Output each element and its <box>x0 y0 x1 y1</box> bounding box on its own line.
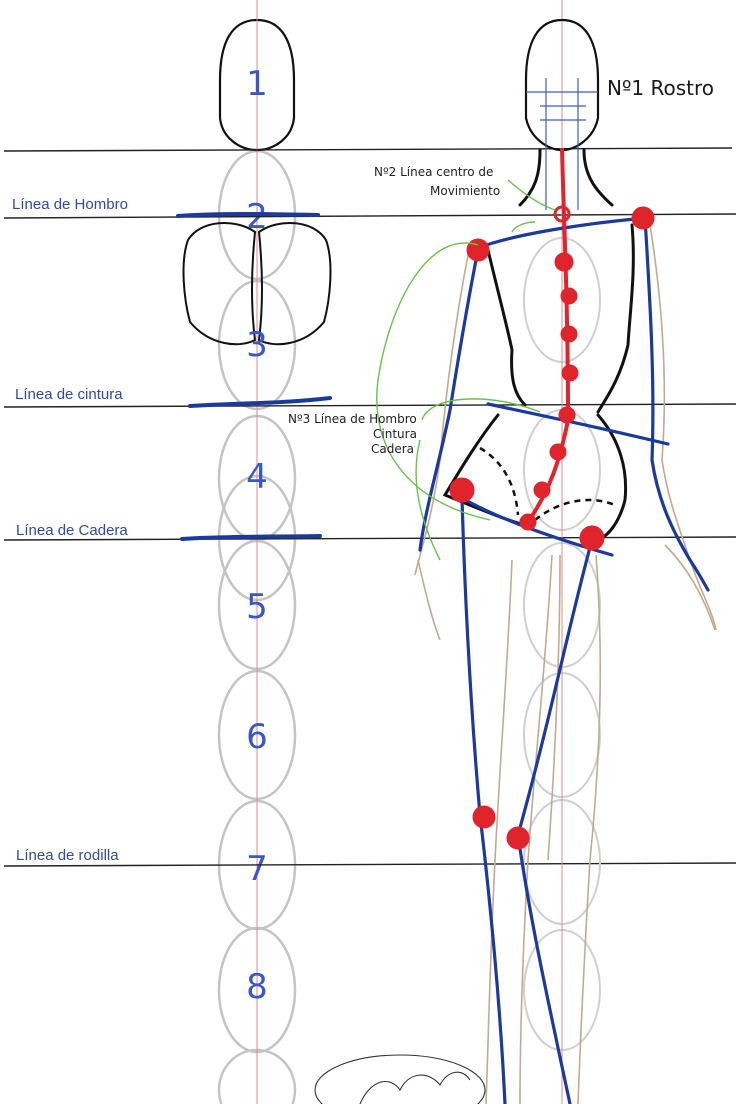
neck-right <box>582 148 614 207</box>
left-leg-outer <box>485 559 513 1104</box>
lines-annotation-line2: Cintura <box>373 427 417 441</box>
face-annotation: Nº1 Rostro <box>607 76 714 100</box>
waist-arrow <box>421 398 541 421</box>
hip-marker <box>180 534 322 541</box>
head-unit-number-7: 7 <box>246 849 268 889</box>
torso-outline <box>442 148 635 542</box>
left-leg-inner <box>519 554 553 1104</box>
right-leg-outer <box>577 554 602 1104</box>
chin-line <box>3 147 733 152</box>
waist-marker <box>188 396 332 408</box>
knee-line <box>3 862 736 867</box>
head-unit-number-4: 4 <box>246 457 268 497</box>
signature-swirl <box>314 1054 486 1104</box>
left-arm-line <box>418 248 480 552</box>
spine-joint-7 <box>533 481 551 499</box>
movement-arrow <box>507 179 556 211</box>
right-shoulder-joint <box>631 206 655 230</box>
right-hip-joint <box>579 525 605 551</box>
right-chest-block <box>257 222 332 346</box>
waist-tilt-line <box>486 402 670 446</box>
movement-annotation-line1: Nº2 Línea centro de <box>374 165 493 179</box>
neck-joint <box>553 205 571 223</box>
head-unit-number-8: 8 <box>246 967 268 1007</box>
guide-lines <box>3 147 736 867</box>
pelvis-joint <box>519 513 537 531</box>
head-unit-number-3: 3 <box>246 325 268 365</box>
annotations: Nº1 Rostro Nº2 Línea centro de Movimient… <box>288 76 714 456</box>
long-curve-arrow <box>376 242 491 521</box>
hip-arrow <box>415 439 441 561</box>
waist-line-label: Línea de cintura <box>15 386 123 403</box>
torso-right-side <box>596 223 635 414</box>
right-arm-line <box>643 216 710 592</box>
head-unit-number-6: 6 <box>246 717 268 757</box>
torso-left-side <box>486 248 527 407</box>
waist-line <box>3 403 736 408</box>
action-lines <box>418 216 710 1104</box>
shoulder-line-label: Línea de Hombro <box>12 196 128 213</box>
signature-stroke <box>359 1071 471 1104</box>
left-hand-contour <box>417 559 441 641</box>
hip-line <box>3 536 736 541</box>
hip-line-label: Línea de Cadera <box>16 522 128 539</box>
shoulder-arrow <box>511 221 536 233</box>
right-hand-contour <box>664 544 716 631</box>
pelvis-right <box>596 413 628 542</box>
spine-joint-3 <box>560 325 578 343</box>
left-hip-joint <box>449 477 475 503</box>
knee-line-label: Línea de rodilla <box>16 847 119 864</box>
head-unit-number-5: 5 <box>246 587 268 627</box>
spine-joint-6 <box>549 443 567 461</box>
left-chest-block <box>182 222 257 346</box>
neck-left <box>518 148 542 207</box>
spine-joint-4 <box>561 364 579 382</box>
lines-annotation-line3: Cadera <box>371 442 414 456</box>
right-leg-inner <box>547 554 561 861</box>
head-unit-number-1: 1 <box>246 64 268 104</box>
right-knee-joint <box>506 826 530 850</box>
guide-labels: Línea de Hombro Línea de cintura Línea d… <box>12 196 128 864</box>
left-shoulder-joint <box>466 238 490 262</box>
right-arm-contour <box>649 224 717 631</box>
artist-signature <box>314 1054 486 1104</box>
leg-joint-dashes <box>479 446 616 521</box>
shoulder-tilt-line <box>476 216 647 250</box>
left-knee-joint <box>472 805 496 829</box>
joint-markers <box>449 205 655 850</box>
face-grid <box>526 78 598 210</box>
annotation-arrows <box>376 179 556 561</box>
lines-annotation-line1: Nº3 Línea de Hombro <box>288 412 417 426</box>
left-hip-dash <box>479 446 520 516</box>
spine-joint-2 <box>560 287 578 305</box>
spine-joint-1 <box>554 252 574 272</box>
shoulder-marker <box>176 212 320 218</box>
movement-annotation-line2: Movimiento <box>430 184 500 198</box>
right-hip-dash <box>534 498 616 521</box>
shoulder-line <box>3 213 736 219</box>
spine-joint-5 <box>558 406 576 424</box>
guide-marker-strokes <box>176 212 332 541</box>
